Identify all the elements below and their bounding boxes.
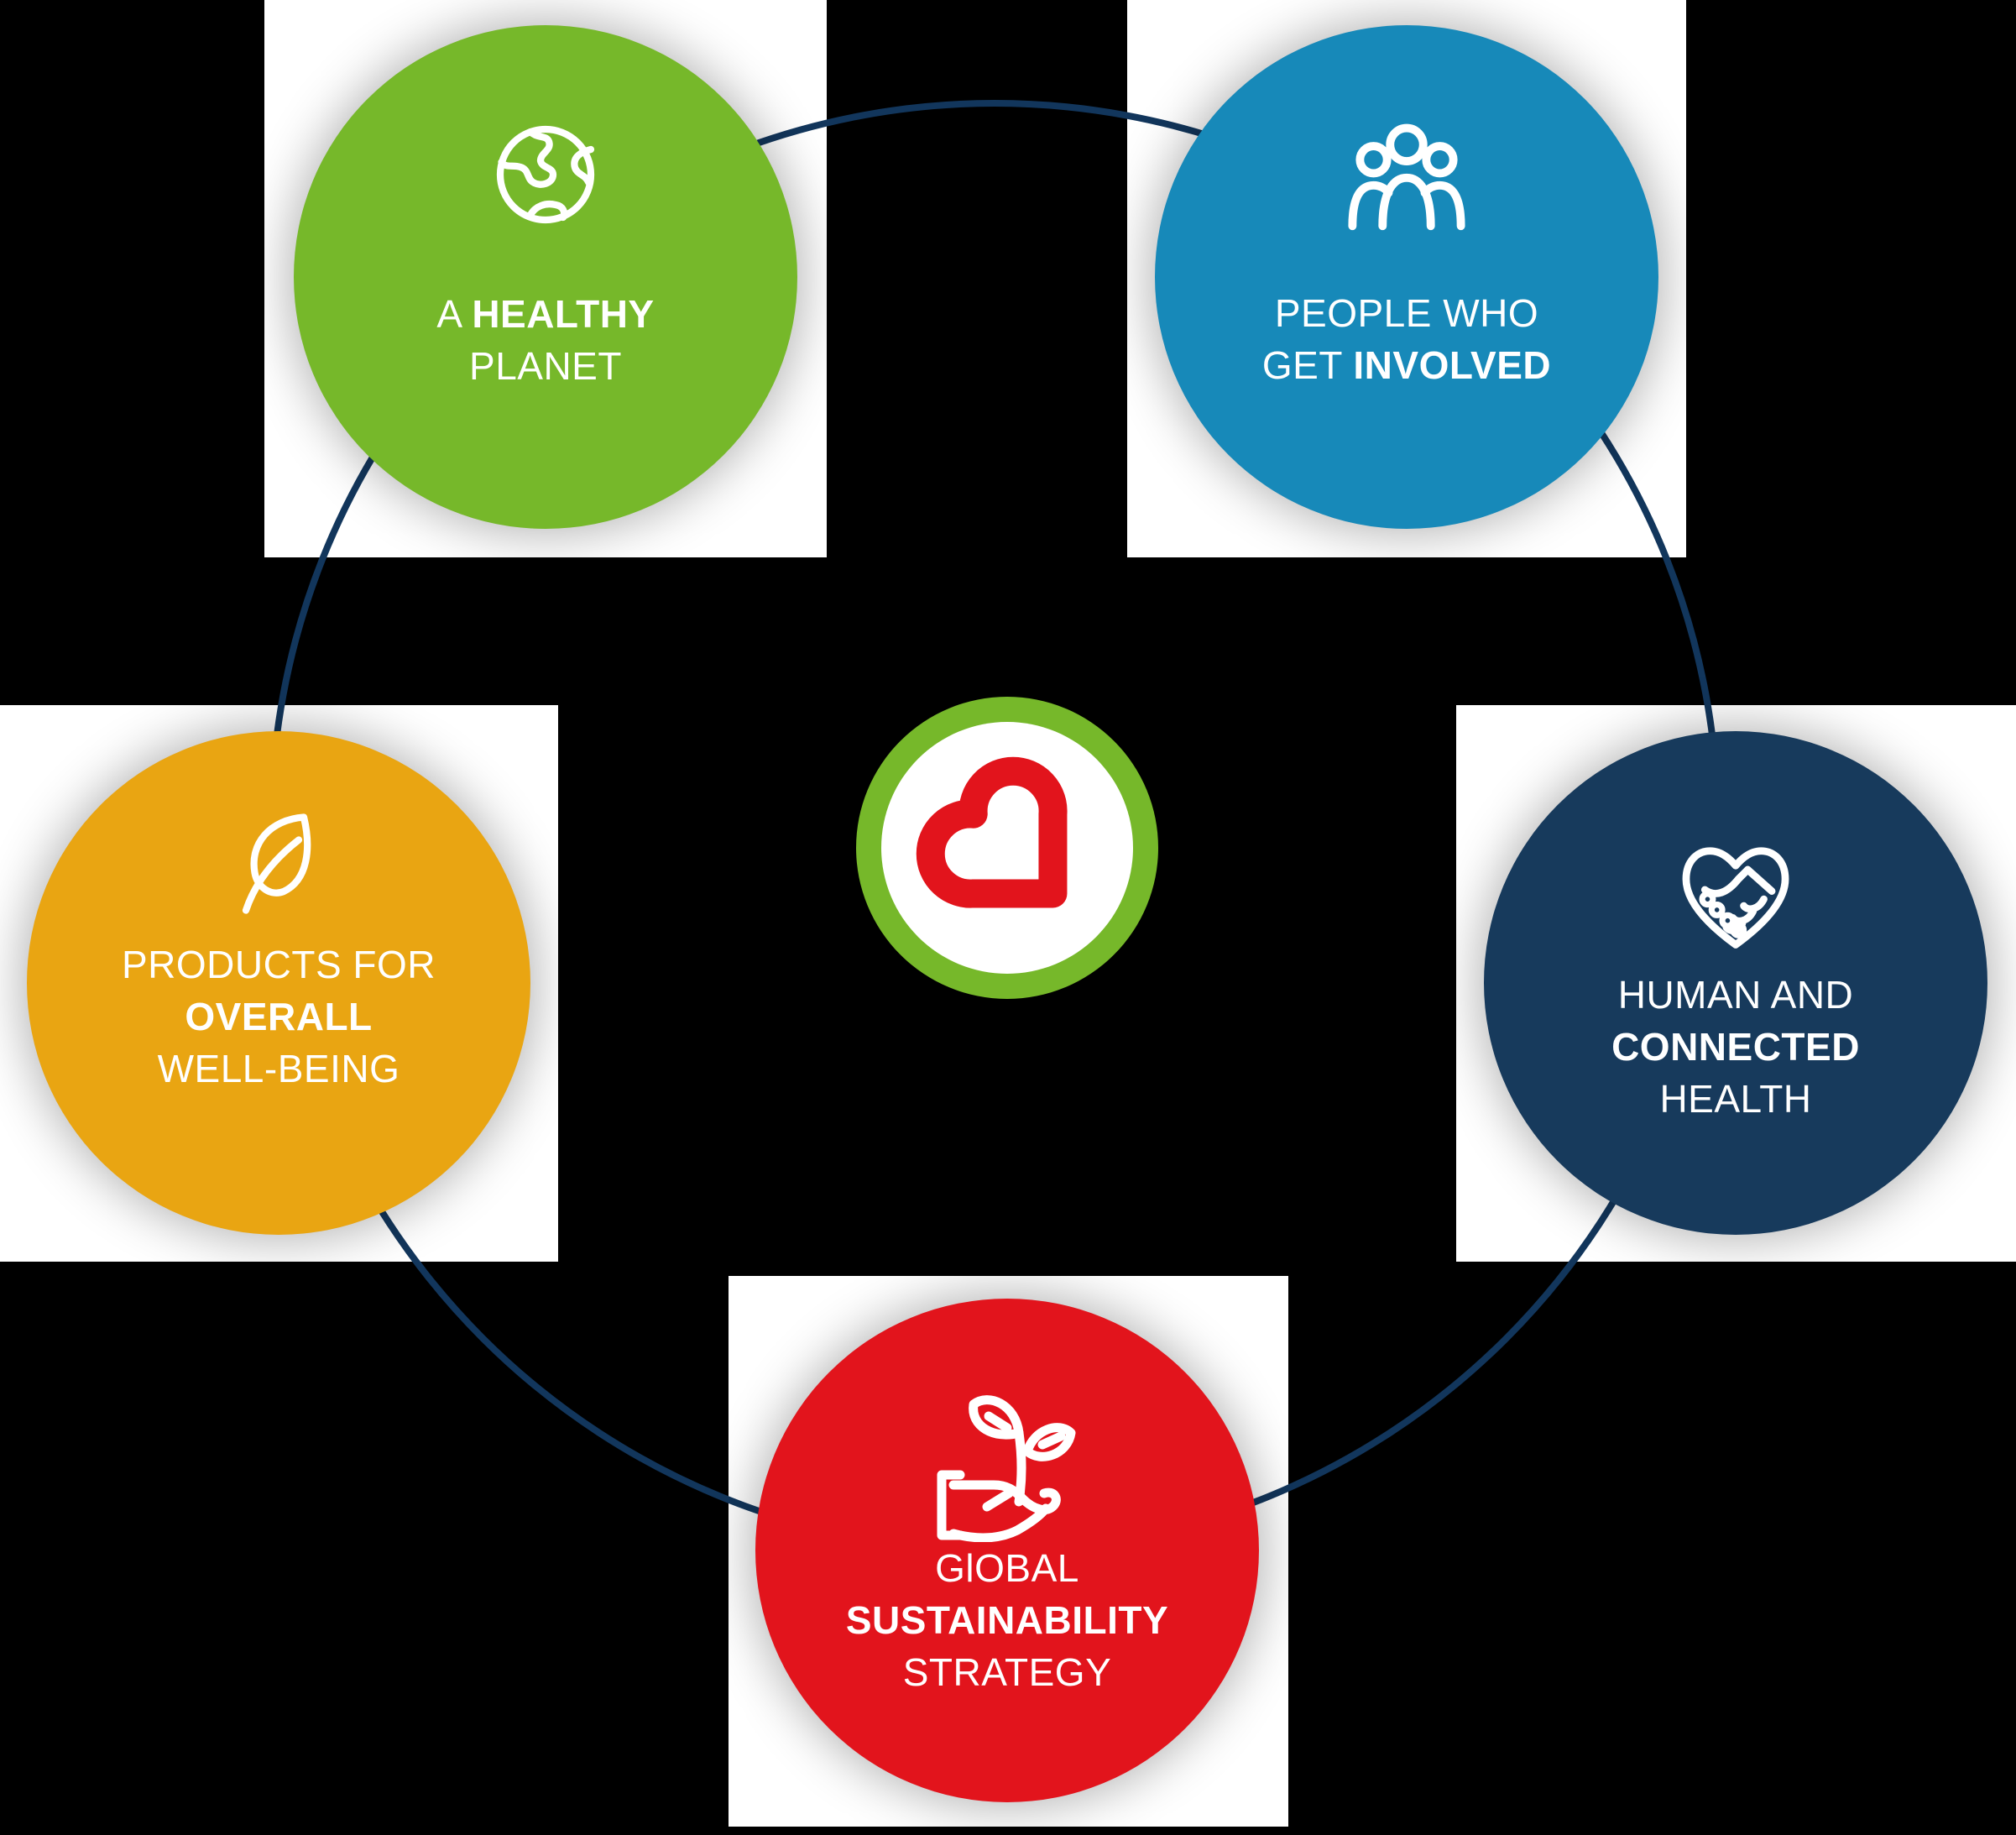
globe-icon: [496, 125, 595, 224]
heart-handshake-icon: [1682, 847, 1789, 949]
brand-heart-logo: [852, 693, 1162, 1003]
heart-in-ring-icon: [856, 697, 1158, 999]
people-group-icon: [1348, 123, 1465, 231]
hand-sprout-icon: [937, 1395, 1076, 1542]
leaf-icon: [242, 813, 311, 914]
